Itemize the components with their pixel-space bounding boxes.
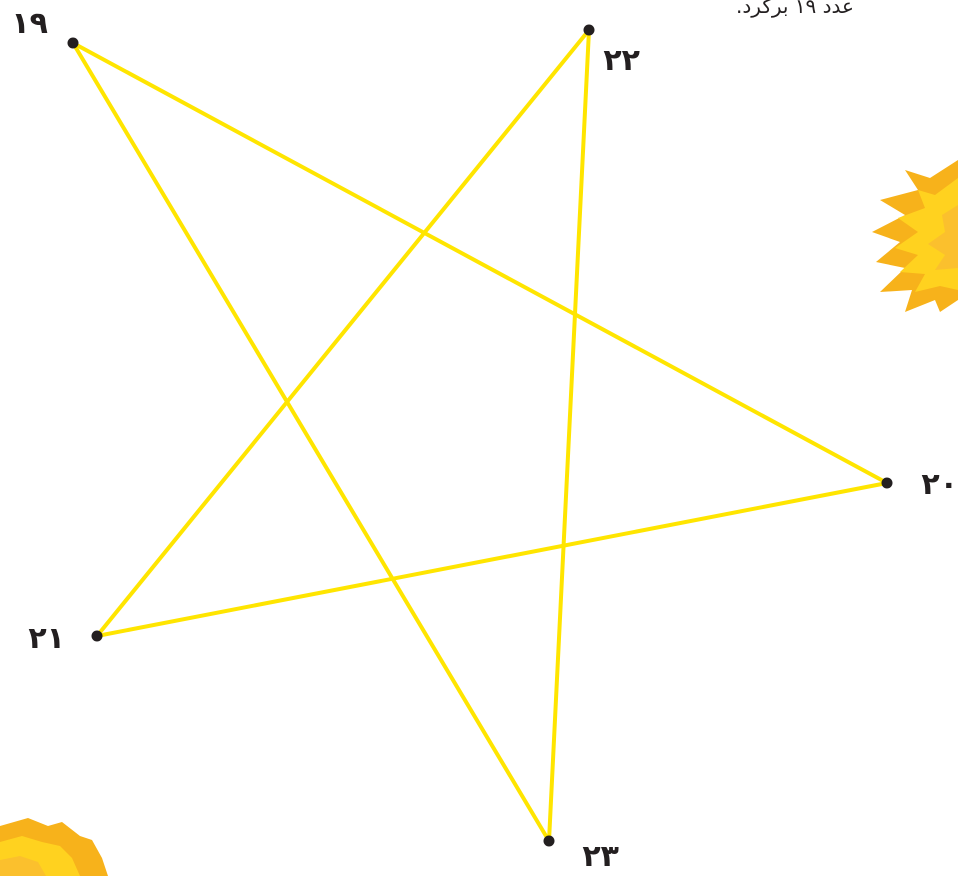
label-22: ۲۲ (603, 43, 640, 78)
line-21-to-22 (97, 30, 589, 636)
label-21: ۲۱ (28, 621, 65, 656)
dot-21 (92, 631, 103, 642)
label-20: ۲۰ (921, 467, 958, 502)
label-23: ۲۳ (582, 839, 619, 874)
line-22-to-23 (549, 30, 589, 841)
sun-flower-decoration-left (0, 818, 108, 876)
line-20-to-21 (97, 483, 887, 636)
dot-labels: ۱۹ ۲۰ ۲۱ ۲۲ ۲۳ (11, 6, 958, 874)
sun-flower-decoration-right (872, 160, 958, 312)
dot-19 (68, 38, 79, 49)
dot-22 (584, 25, 595, 36)
label-19: ۱۹ (11, 6, 48, 41)
dot-23 (544, 836, 555, 847)
line-19-to-20 (73, 43, 887, 483)
line-23-to-19 (73, 43, 549, 841)
star-lines (73, 30, 887, 841)
dot-20 (882, 478, 893, 489)
